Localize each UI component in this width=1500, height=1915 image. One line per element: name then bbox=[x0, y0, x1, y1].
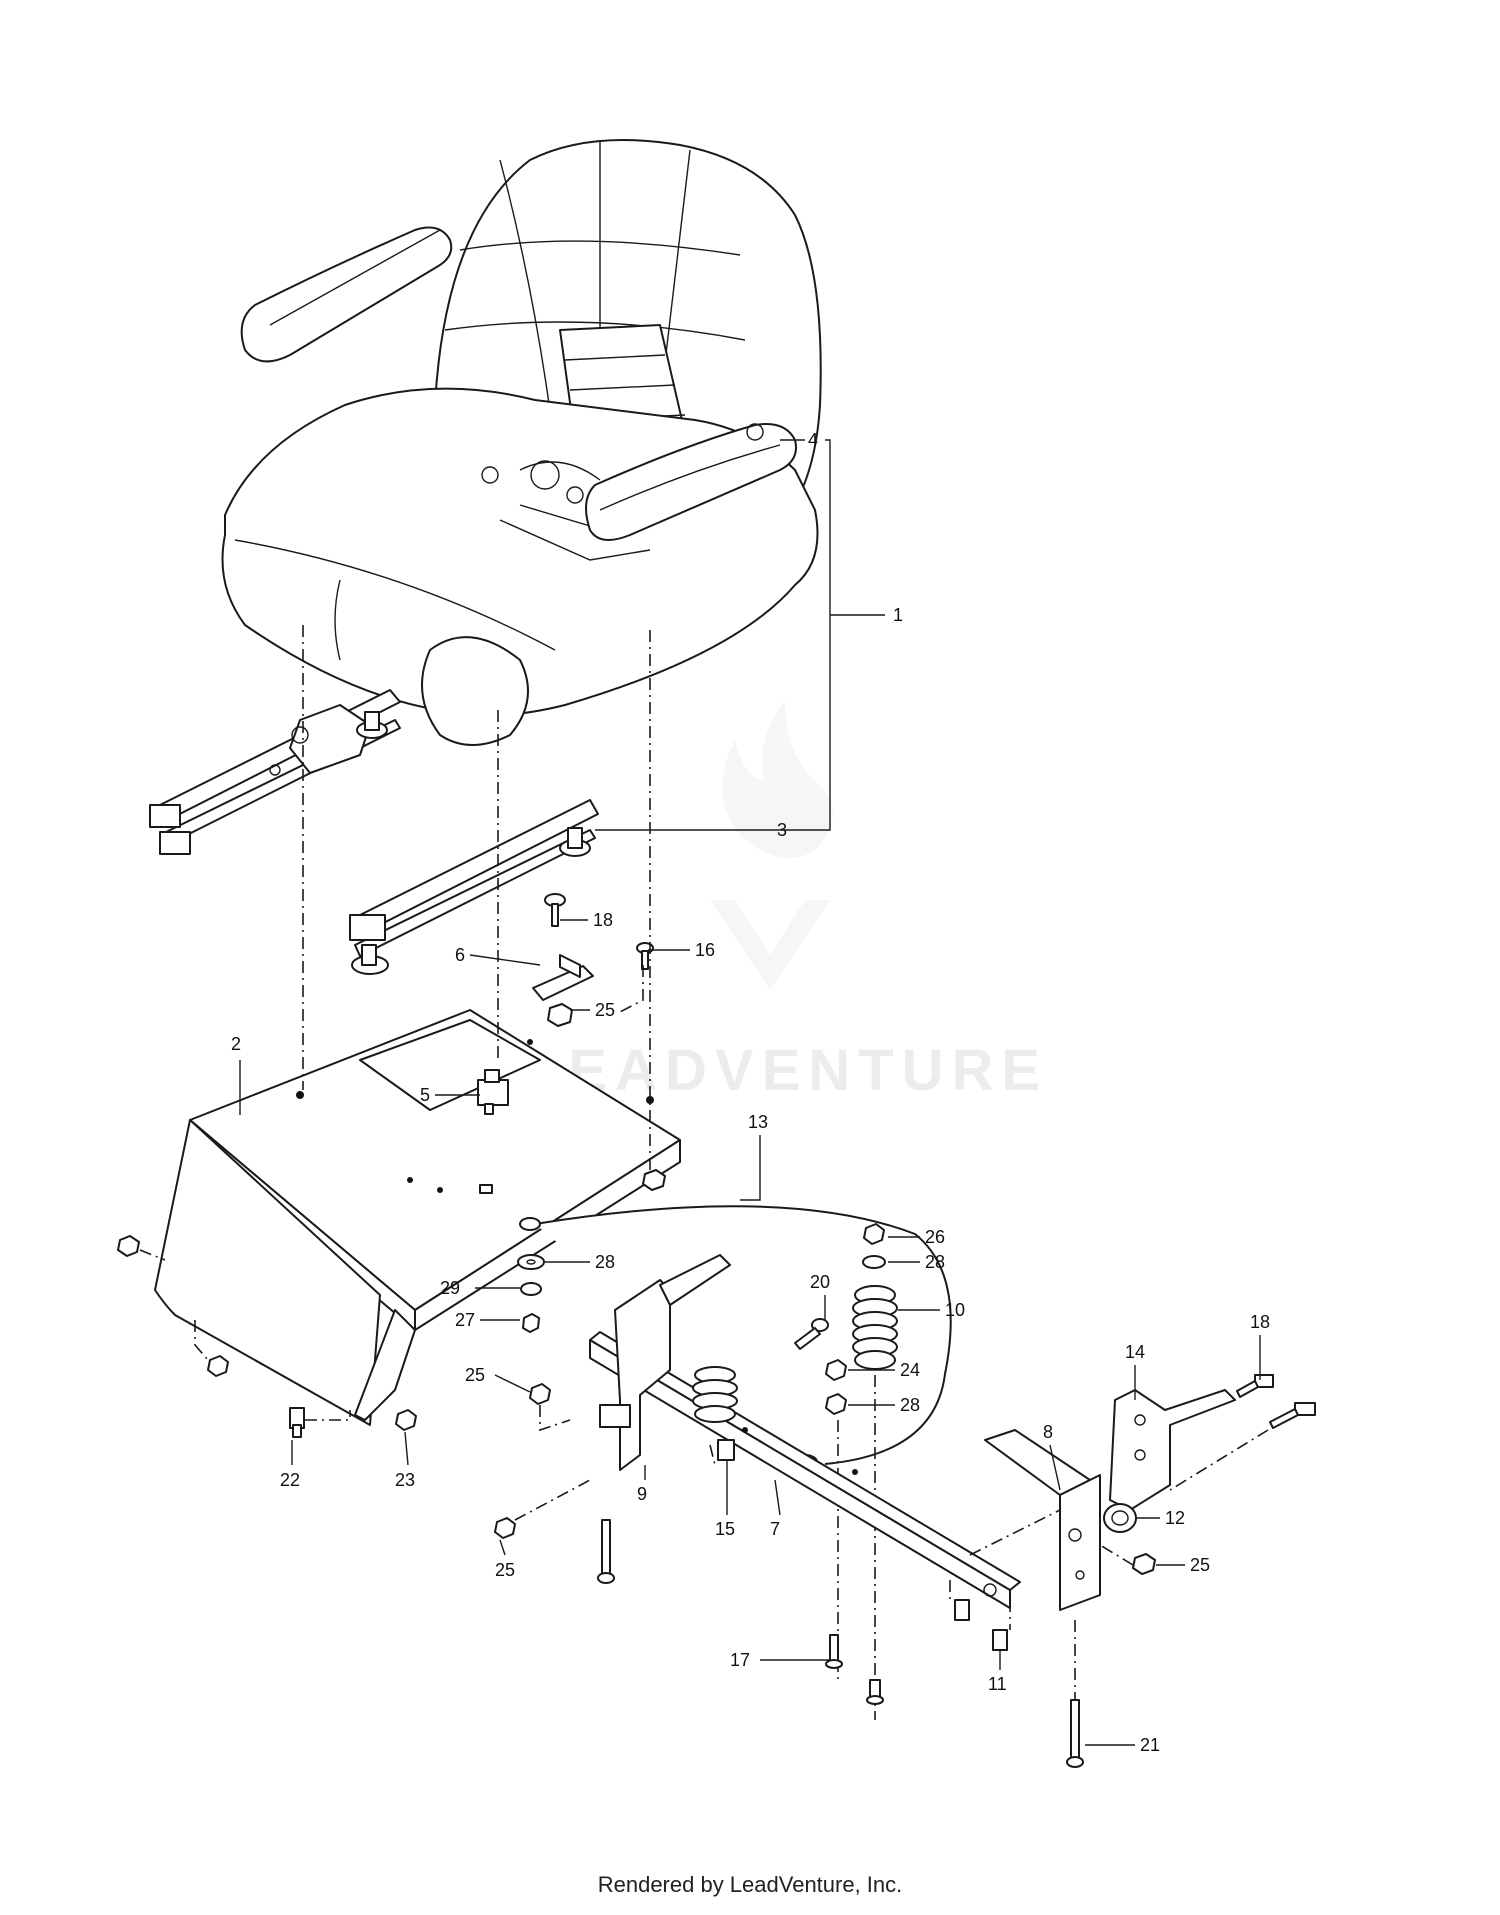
callout-28-left: 28 bbox=[595, 1252, 615, 1272]
nut-23 bbox=[395, 1409, 417, 1431]
callout-8: 8 bbox=[1043, 1422, 1053, 1442]
bolt-21 bbox=[1066, 1699, 1084, 1768]
callout-25-lower: 25 bbox=[495, 1560, 515, 1580]
callout-24: 24 bbox=[900, 1360, 920, 1380]
seat-cushion-front-bolster bbox=[421, 636, 529, 746]
switch-bracket bbox=[532, 954, 594, 1001]
nut-25-left bbox=[529, 1383, 551, 1405]
callout-27: 27 bbox=[455, 1310, 475, 1330]
seat-rail-right bbox=[349, 799, 599, 975]
callout-25-seatpan: 25 bbox=[595, 1000, 615, 1020]
callout-14: 14 bbox=[1125, 1342, 1145, 1362]
callout-18-right: 18 bbox=[1250, 1312, 1270, 1332]
callout-17: 17 bbox=[730, 1650, 750, 1670]
bolt-right-long bbox=[1269, 1402, 1316, 1429]
washer-28-left bbox=[517, 1254, 545, 1270]
spring-10 bbox=[852, 1285, 898, 1370]
callout-16: 16 bbox=[695, 940, 715, 960]
bolt-18-right bbox=[1236, 1374, 1274, 1398]
clip-15 bbox=[717, 1439, 735, 1461]
callout-28-top: 28 bbox=[925, 1252, 945, 1272]
callout-15: 15 bbox=[715, 1519, 735, 1539]
seat-switch bbox=[477, 1069, 509, 1115]
centerline-bar-bracket bbox=[969, 1509, 1061, 1556]
centerline-lower-left bbox=[194, 1320, 209, 1361]
bushing-12 bbox=[1103, 1503, 1137, 1533]
seat-assembly bbox=[221, 139, 822, 746]
clip-11 bbox=[954, 1599, 1008, 1651]
callout-26: 26 bbox=[925, 1227, 945, 1247]
centerline-clip bbox=[709, 1444, 716, 1466]
plate-14 bbox=[1109, 1389, 1236, 1511]
callout-25-left: 25 bbox=[465, 1365, 485, 1385]
callout-9: 9 bbox=[637, 1484, 647, 1504]
callout-25-right: 25 bbox=[1190, 1555, 1210, 1575]
centerline-screw16 bbox=[619, 965, 644, 1013]
callout-5: 5 bbox=[420, 1085, 430, 1105]
screw-18-upper bbox=[544, 893, 566, 927]
callout-13: 13 bbox=[748, 1112, 768, 1132]
callout-22: 22 bbox=[280, 1470, 300, 1490]
nut-24 bbox=[825, 1359, 847, 1381]
leader-lines bbox=[239, 439, 1261, 1746]
bolt-17 bbox=[825, 1634, 843, 1669]
callout-10: 10 bbox=[945, 1300, 965, 1320]
seat-rail-left bbox=[149, 689, 401, 855]
callout-29: 29 bbox=[440, 1278, 460, 1298]
callout-12: 12 bbox=[1165, 1508, 1185, 1528]
seat-armrest-left bbox=[240, 226, 453, 363]
callout-2: 2 bbox=[231, 1034, 241, 1054]
callout-28-mid: 28 bbox=[900, 1395, 920, 1415]
centerline-nut-left bbox=[539, 1405, 571, 1432]
seat-pan bbox=[154, 1009, 681, 1426]
washer-28-top bbox=[862, 1255, 886, 1269]
bolt-lower-left bbox=[207, 1355, 229, 1377]
nut-27 bbox=[522, 1313, 540, 1333]
callout-labels: 1 2 3 4 5 6 7 8 9 10 11 12 13 14 15 16 1… bbox=[231, 430, 1270, 1755]
callout-20: 20 bbox=[810, 1272, 830, 1292]
bolt-20 bbox=[794, 1318, 829, 1350]
nut-left-edge bbox=[117, 1235, 140, 1257]
callout-18-upper: 18 bbox=[593, 910, 613, 930]
nut-under-pan bbox=[642, 1169, 666, 1191]
nut-26 bbox=[863, 1223, 885, 1245]
seat-armrest-right bbox=[585, 423, 797, 541]
bolt-22 bbox=[289, 1407, 305, 1438]
long-bolt-left bbox=[597, 1519, 615, 1584]
washer-29 bbox=[520, 1282, 542, 1296]
centerline-plate bbox=[1169, 1429, 1269, 1491]
callout-1: 1 bbox=[893, 605, 903, 625]
centerline-left-nut bbox=[139, 1249, 166, 1261]
nut-25-right bbox=[1132, 1553, 1156, 1575]
centerline-right-nut bbox=[1099, 1544, 1134, 1566]
centerline-22 bbox=[305, 1410, 351, 1421]
bracket-9 bbox=[599, 1254, 731, 1471]
centerline-clips bbox=[949, 1580, 1011, 1630]
callout-3: 3 bbox=[777, 820, 787, 840]
callout-11: 11 bbox=[988, 1674, 1007, 1694]
callout-23: 23 bbox=[395, 1470, 415, 1490]
watermark-text: LEADVENTURE bbox=[525, 1038, 1048, 1103]
callout-7: 7 bbox=[770, 1519, 780, 1539]
watermark-logo bbox=[710, 700, 833, 990]
callout-6: 6 bbox=[455, 945, 465, 965]
nut-25-seatpan bbox=[547, 1003, 573, 1027]
callout-21: 21 bbox=[1140, 1735, 1160, 1755]
callout-4: 4 bbox=[808, 430, 818, 450]
centerline-nut-lower bbox=[514, 1479, 591, 1521]
bracket-8 bbox=[984, 1429, 1101, 1611]
washer-28-mid bbox=[825, 1393, 847, 1415]
bolt-lower-center bbox=[866, 1679, 884, 1705]
nut-25-lower bbox=[494, 1517, 516, 1539]
spring-center bbox=[692, 1366, 738, 1423]
footer-credit: Rendered by LeadVenture, Inc. bbox=[597, 1872, 903, 1897]
